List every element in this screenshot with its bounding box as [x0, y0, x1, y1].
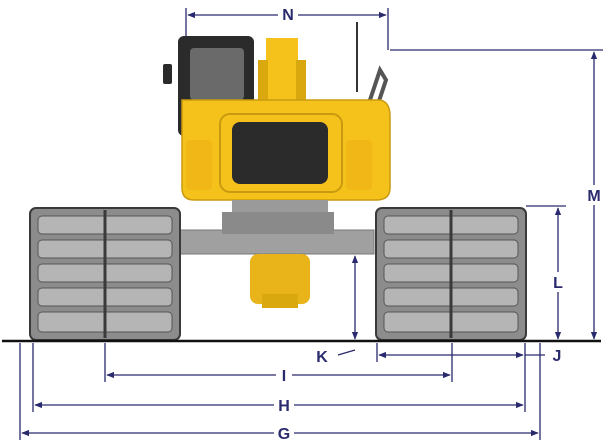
boom-cylinder	[258, 60, 268, 108]
center-frame	[222, 212, 334, 234]
cab-window	[190, 48, 244, 100]
handrail	[368, 65, 389, 105]
label-M: M	[587, 188, 600, 205]
label-I: I	[282, 368, 286, 385]
side-panel	[186, 140, 212, 190]
undercarriage	[177, 212, 375, 308]
label-L: L	[553, 275, 563, 292]
label-N: N	[282, 7, 294, 24]
left-pontoon-track	[29, 207, 181, 341]
hydraulic-motor	[250, 254, 310, 304]
side-panel	[346, 140, 372, 190]
label-J: J	[553, 348, 562, 365]
mirror	[163, 64, 172, 84]
right-pontoon-track	[375, 207, 527, 341]
engine-grille	[232, 122, 328, 184]
excavator-upper-structure	[163, 22, 391, 218]
label-H: H	[278, 398, 290, 415]
label-G: G	[278, 426, 290, 443]
grille-frame	[219, 113, 343, 193]
boom-cylinder	[296, 60, 306, 108]
label-K: K	[316, 349, 328, 366]
hydraulic-motor-base	[262, 294, 298, 308]
dim-K-leader	[337, 349, 356, 356]
dimension-labels: N M L K J I H G	[274, 4, 603, 443]
